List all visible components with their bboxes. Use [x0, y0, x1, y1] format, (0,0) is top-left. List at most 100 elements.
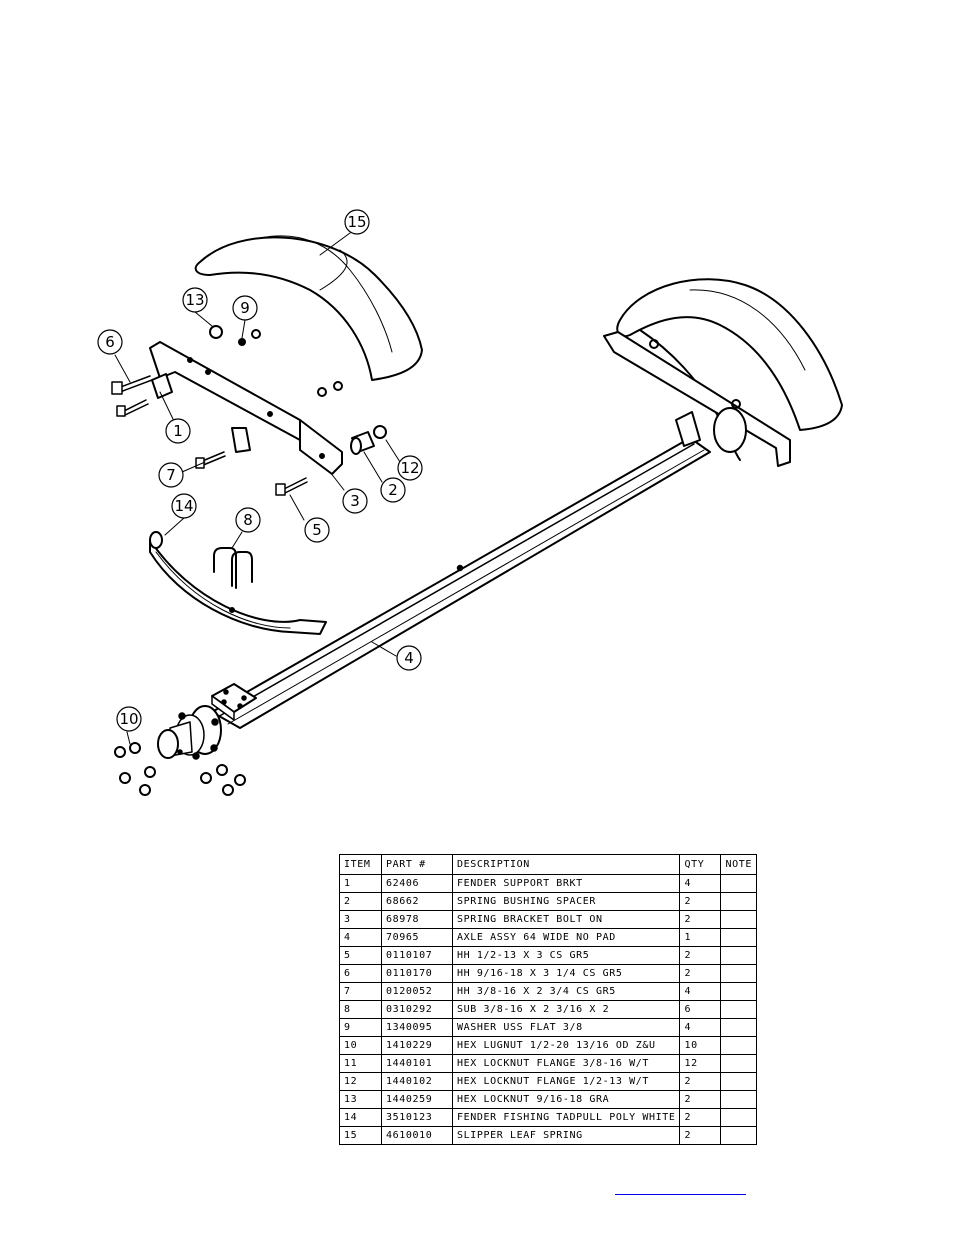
callout-3: 3	[350, 492, 360, 510]
note-cell	[720, 1000, 757, 1019]
note-cell	[720, 1126, 757, 1145]
description-cell: FENDER FISHING TADPULL POLY WHITE	[451, 1108, 681, 1127]
callout-6: 6	[105, 333, 115, 351]
callout-labels: 15 13 9 6 1 7 3 5 2 12 14 8 4 10	[105, 213, 419, 728]
note-cell	[720, 874, 757, 893]
callout-8: 8	[243, 511, 253, 529]
note-cell	[720, 928, 757, 947]
description-cell: SPRING BRACKET BOLT ON	[451, 910, 681, 929]
description-cell: HEX LOCKNUT 9/16-18 GRA	[451, 1090, 681, 1109]
callout-12: 12	[400, 459, 419, 477]
axle-tube	[211, 437, 711, 729]
description-cell: WASHER USS FLAT 3/8	[451, 1018, 681, 1037]
item-cell: 12	[339, 1072, 382, 1091]
qty-cell: 2	[679, 1090, 722, 1109]
leaf-spring	[149, 531, 327, 635]
qty-cell: 2	[679, 964, 722, 983]
callout-2: 2	[388, 481, 398, 499]
part-number-cell: 1410229	[381, 1036, 453, 1055]
header-item: ITEM	[339, 854, 382, 875]
note-cell	[720, 982, 757, 1001]
qty-cell: 2	[679, 1072, 722, 1091]
item-cell: 2	[339, 892, 382, 911]
description-cell: HH 3/8-16 X 2 3/4 CS GR5	[451, 982, 681, 1001]
header-part-number: PART #	[381, 854, 453, 875]
item-cell: 10	[339, 1036, 382, 1055]
callout-5: 5	[312, 521, 322, 539]
part-number-cell: 1340095	[381, 1018, 453, 1037]
part-number-cell: 62406	[381, 874, 453, 893]
footer-link[interactable]	[615, 1180, 746, 1195]
right-fender-assembly	[603, 278, 843, 467]
note-cell	[720, 946, 757, 965]
item-cell: 7	[339, 982, 382, 1001]
description-cell: HEX LOCKNUT FLANGE 1/2-13 W/T	[451, 1072, 681, 1091]
item-cell: 9	[339, 1018, 382, 1037]
item-cell: 4	[339, 928, 382, 947]
callout-4: 4	[404, 649, 414, 667]
part-number-cell: 0110107	[381, 946, 453, 965]
header-note: NOTE	[720, 854, 757, 875]
note-cell	[720, 1090, 757, 1109]
callout-9: 9	[240, 299, 250, 317]
wheel-hub	[157, 705, 222, 760]
qty-cell: 1	[679, 928, 722, 947]
item-cell: 3	[339, 910, 382, 929]
table-header-row: ITEM PART # DESCRIPTION QTY NOTE	[339, 854, 757, 875]
left-fender	[194, 235, 423, 381]
callout-13: 13	[185, 291, 204, 309]
description-cell: AXLE ASSY 64 WIDE NO PAD	[451, 928, 681, 947]
qty-cell: 2	[679, 946, 722, 965]
qty-cell: 10	[679, 1036, 722, 1055]
callout-1: 1	[173, 422, 183, 440]
item-cell: 11	[339, 1054, 382, 1073]
description-cell: HEX LUGNUT 1/2-20 13/16 OD Z&U	[451, 1036, 681, 1055]
part-number-cell: 0120052	[381, 982, 453, 1001]
qty-cell: 2	[679, 1126, 722, 1145]
qty-cell: 2	[679, 910, 722, 929]
description-cell: HH 9/16-18 X 3 1/4 CS GR5	[451, 964, 681, 983]
callout-10: 10	[119, 710, 138, 728]
callout-14: 15	[347, 213, 366, 231]
header-description: DESCRIPTION	[451, 854, 681, 875]
qty-cell: 4	[679, 874, 722, 893]
description-cell: HEX LOCKNUT FLANGE 3/8-16 W/T	[451, 1054, 681, 1073]
note-cell	[720, 1018, 757, 1037]
callout-balloons	[97, 209, 423, 732]
item-cell: 6	[339, 964, 382, 983]
item-cell: 15	[339, 1126, 382, 1145]
header-qty: QTY	[679, 854, 722, 875]
note-cell	[720, 1072, 757, 1091]
bolts	[111, 375, 308, 496]
part-number-cell: 0110170	[381, 964, 453, 983]
part-number-cell: 1440101	[381, 1054, 453, 1073]
part-number-cell: 0310292	[381, 1000, 453, 1019]
part-number-cell: 68978	[381, 910, 453, 929]
callout-15: 14	[174, 497, 193, 515]
item-cell: 5	[339, 946, 382, 965]
part-number-cell: 70965	[381, 928, 453, 947]
part-number-cell: 68662	[381, 892, 453, 911]
item-cell: 14	[339, 1108, 382, 1127]
leader-lines	[114, 232, 401, 745]
qty-cell: 2	[679, 1108, 722, 1127]
part-number-cell: 3510123	[381, 1108, 453, 1127]
nuts-washers	[209, 325, 343, 397]
item-cell: 1	[339, 874, 382, 893]
